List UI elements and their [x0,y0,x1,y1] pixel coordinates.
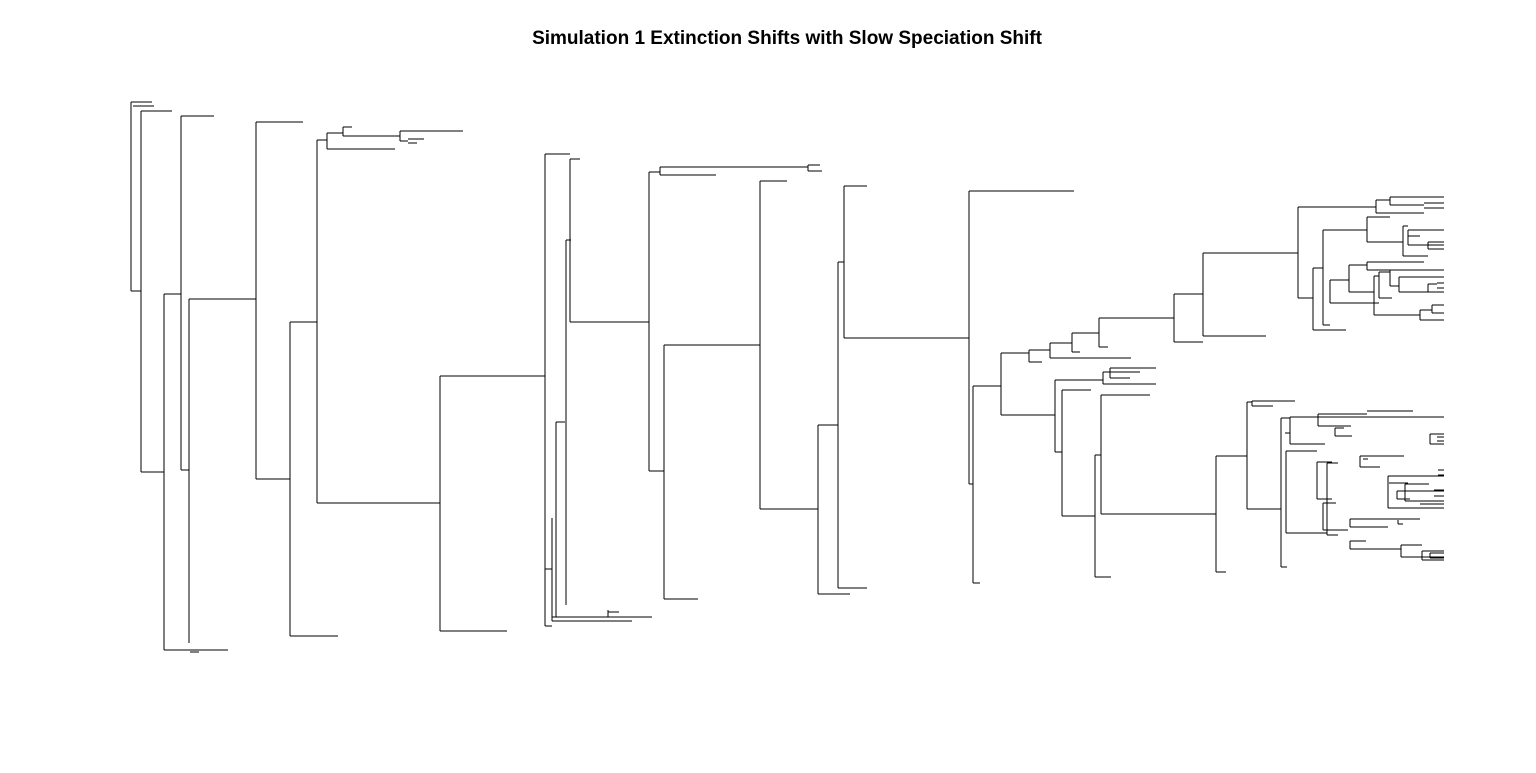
tree-branches [130,101,1444,653]
plot-title: Simulation 1 Extinction Shifts with Slow… [532,28,1042,49]
